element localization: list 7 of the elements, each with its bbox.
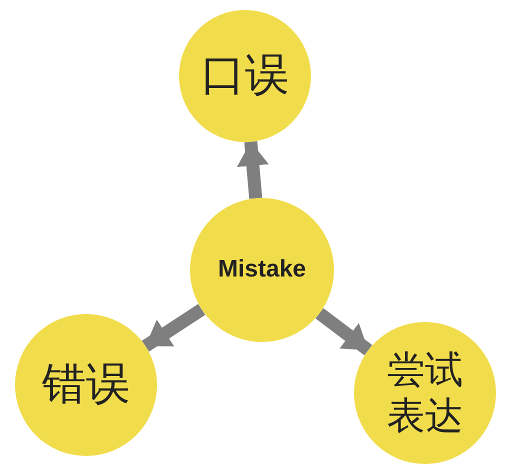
node-label: 错误 [41,358,131,412]
node-label: Mistake [216,256,308,284]
node-label: 口误 [200,50,290,102]
arrow [316,308,372,356]
node-label: 尝试表达 [386,347,464,439]
arrow [142,304,206,352]
arrow [236,141,269,199]
